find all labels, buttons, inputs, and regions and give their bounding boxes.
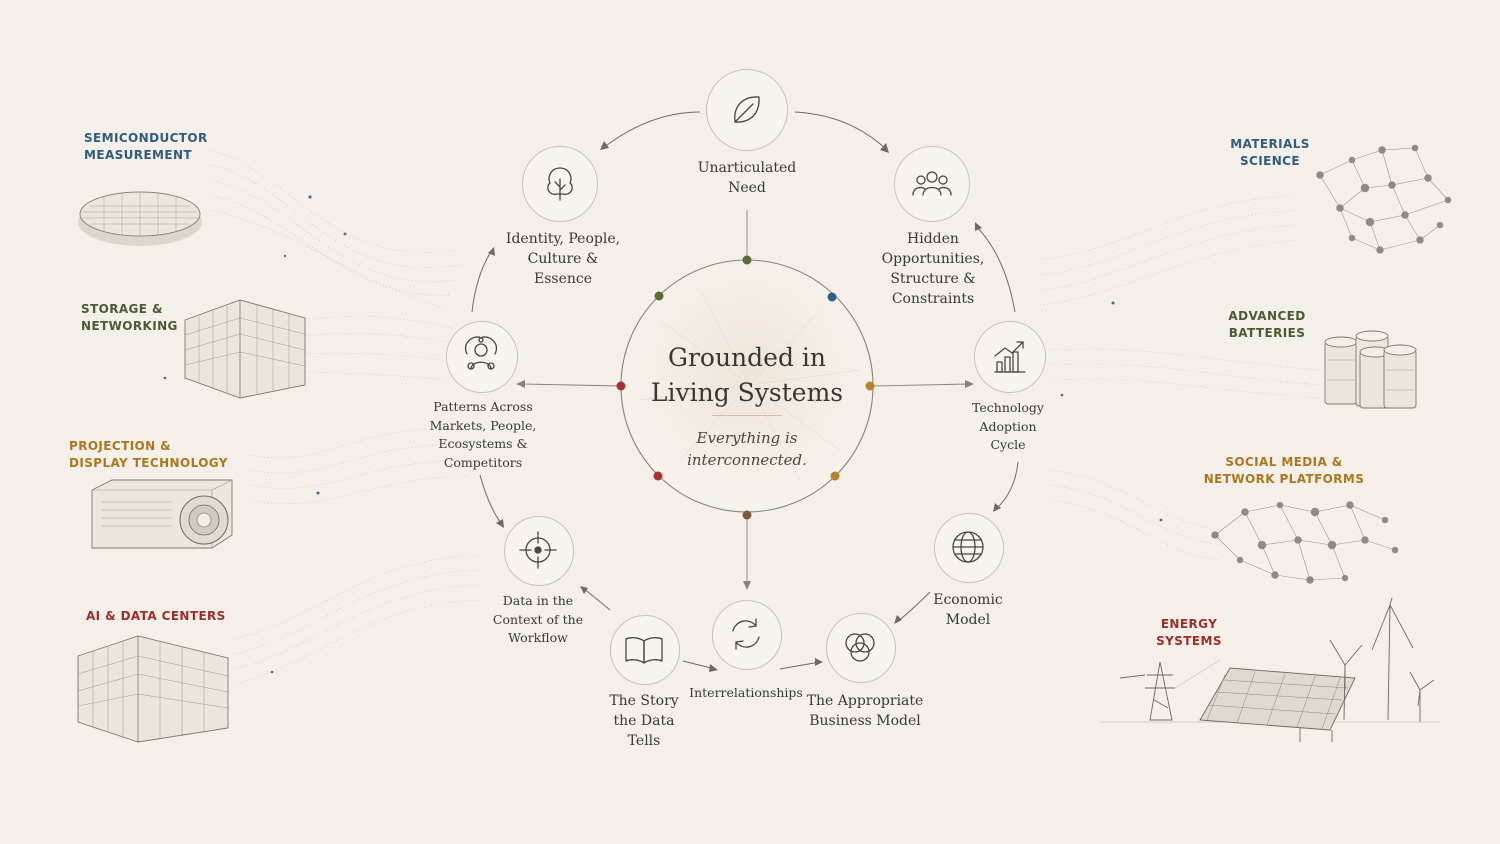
data-center-illustration bbox=[77, 635, 229, 743]
node-economic-model[interactable] bbox=[934, 513, 1004, 583]
label-technology-adoption: Technology Adoption Cycle bbox=[972, 400, 1044, 452]
industry-materials: MATERIALS SCIENCE bbox=[1230, 137, 1310, 168]
node-interrelationships[interactable] bbox=[712, 600, 782, 670]
industry-social: SOCIAL MEDIA & NETWORK PLATFORMS bbox=[1203, 455, 1365, 486]
center-divider bbox=[712, 415, 782, 416]
molecule-network-illustration bbox=[1316, 144, 1452, 254]
cycle-arrowheads bbox=[488, 141, 1001, 672]
node-hidden-opportunities[interactable] bbox=[894, 146, 970, 222]
wafer-illustration bbox=[78, 191, 202, 246]
label-unarticulated-need: Unarticulated Need bbox=[697, 160, 797, 196]
label-interrelationships: Interrelationships bbox=[689, 685, 803, 700]
label-hidden-opportunities: Hidden Opportunities, Structure & Constr… bbox=[881, 231, 985, 307]
node-story-data[interactable] bbox=[610, 615, 680, 685]
server-racks-illustration bbox=[184, 299, 306, 399]
industry-projection: PROJECTION & DISPLAY TECHNOLOGY bbox=[69, 439, 228, 470]
node-identity[interactable] bbox=[522, 146, 598, 222]
label-identity: Identity, People, Culture & Essence bbox=[505, 231, 621, 287]
label-data-context: Data in the Context of the Workflow bbox=[492, 593, 584, 645]
label-economic-model: Economic Model bbox=[933, 592, 1003, 628]
center-dots bbox=[616, 255, 875, 520]
label-story-data: The Story the Data Tells bbox=[609, 693, 679, 749]
industry-batteries: ADVANCED BATTERIES bbox=[1228, 309, 1306, 340]
network-graph-illustration bbox=[1211, 501, 1399, 584]
industry-ai: AI & DATA CENTERS bbox=[86, 609, 226, 623]
center-texture bbox=[639, 289, 861, 481]
industry-energy: ENERGY SYSTEMS bbox=[1156, 617, 1222, 648]
node-business-model[interactable] bbox=[826, 613, 896, 683]
spoke-lines bbox=[521, 210, 969, 585]
node-unarticulated-need[interactable] bbox=[706, 69, 788, 151]
label-patterns: Patterns Across Markets, People, Ecosyst… bbox=[429, 399, 537, 470]
solar-wind-illustration bbox=[1100, 597, 1440, 742]
center-subtitle: Everything is interconnected. bbox=[687, 429, 807, 469]
battery-cells-illustration bbox=[1324, 330, 1417, 409]
center-title: Grounded in Living Systems bbox=[650, 343, 844, 407]
node-technology-adoption[interactable] bbox=[974, 321, 1046, 393]
node-patterns[interactable] bbox=[446, 321, 518, 393]
industry-storage: STORAGE & NETWORKING bbox=[81, 302, 178, 333]
flow-lines-left bbox=[209, 149, 481, 686]
node-data-context[interactable] bbox=[504, 516, 574, 586]
industry-semiconductor: SEMICONDUCTOR MEASUREMENT bbox=[84, 131, 208, 162]
projector-illustration bbox=[91, 479, 233, 549]
label-business-model: The Appropriate Business Model bbox=[806, 693, 924, 729]
flow-lines-right bbox=[1039, 194, 1321, 561]
